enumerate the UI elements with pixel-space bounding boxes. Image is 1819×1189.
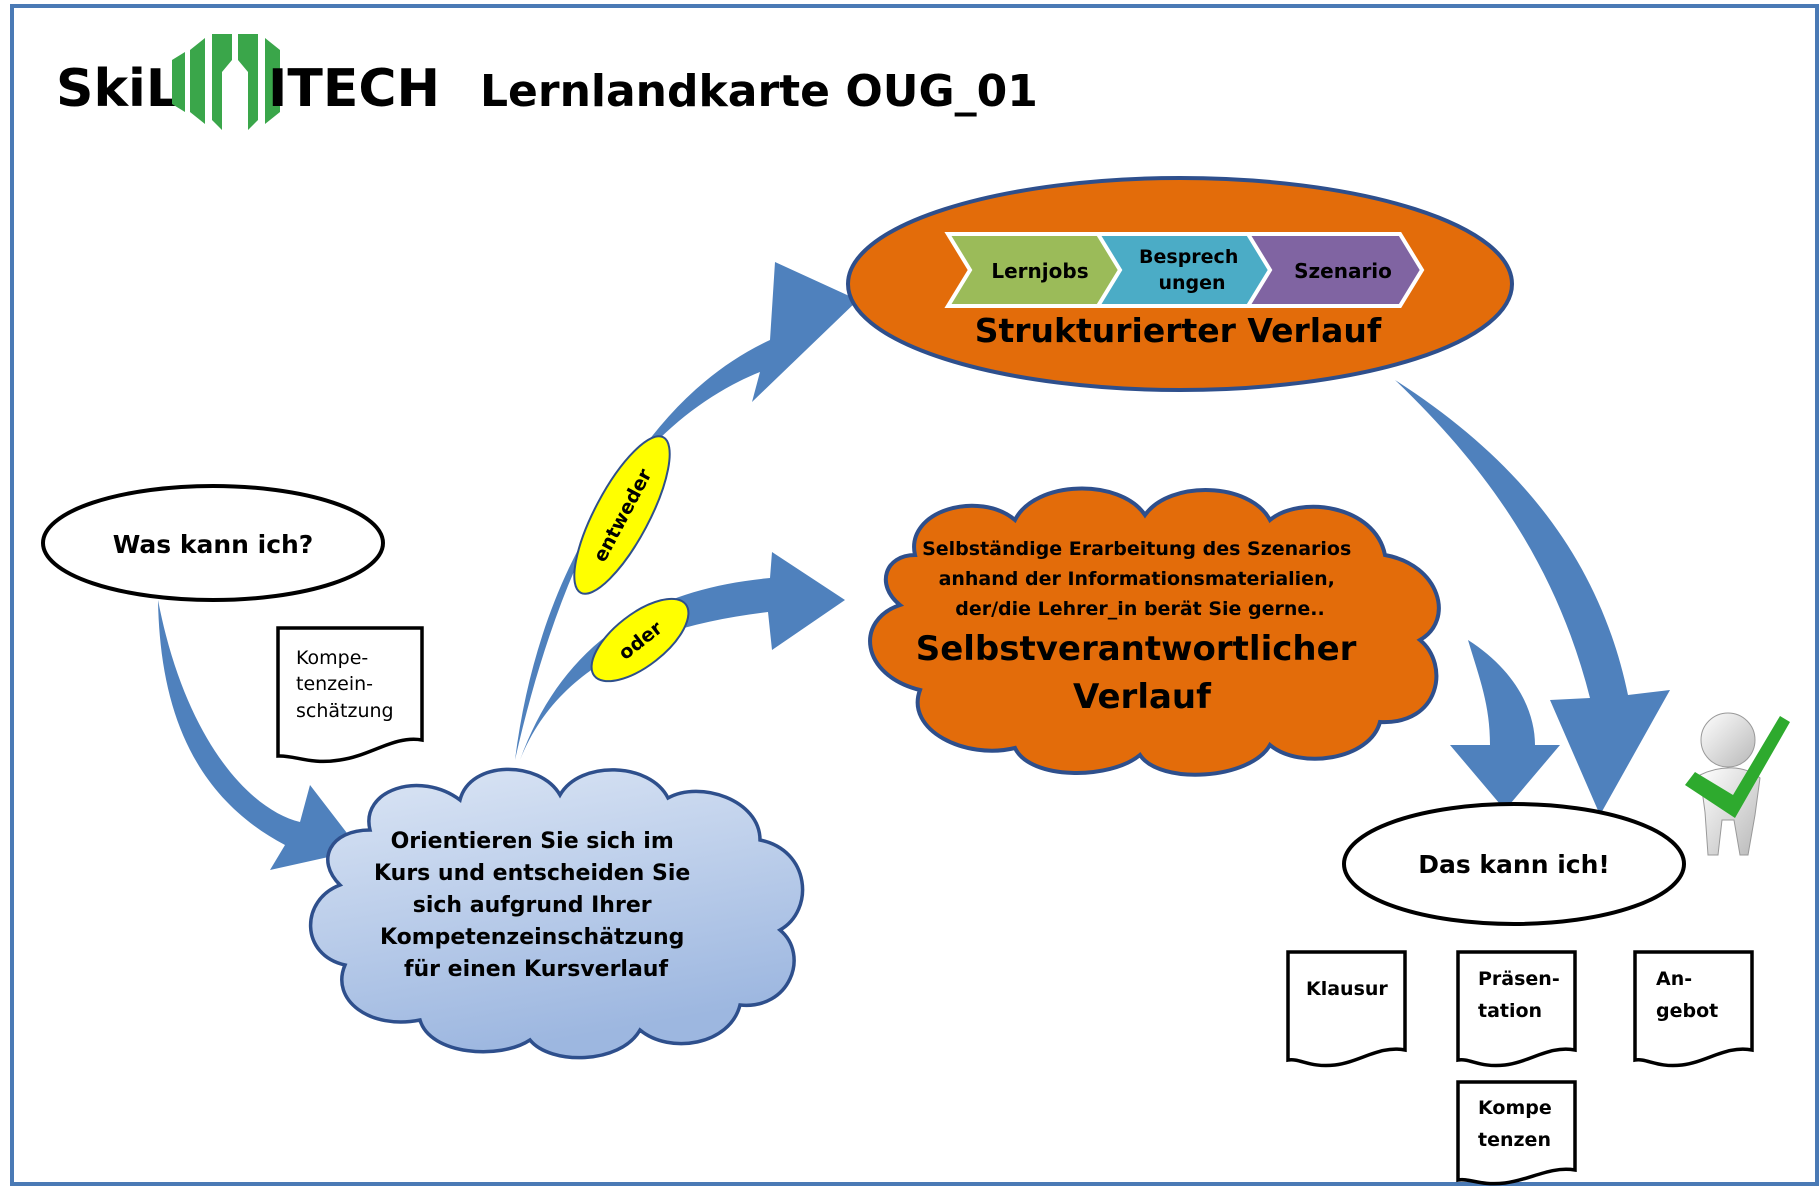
orient-line-2: Kurs und entscheiden Sie bbox=[374, 861, 690, 886]
logo-icon-bar-0 bbox=[172, 52, 185, 112]
selfdirected-desc-line-3: der/die Lehrer_in berät Sie gerne.. bbox=[955, 598, 1325, 620]
structured-steps: Lernjobs Besprech ungen Szenario bbox=[944, 232, 1425, 308]
doc-klausur-text: Klausur bbox=[1306, 978, 1388, 1000]
step-besprechungen-line-1: Besprech bbox=[1139, 246, 1238, 268]
doc-praesentation-line-2: tation bbox=[1478, 1000, 1542, 1022]
doc-angebot-text: An- gebot bbox=[1656, 968, 1718, 1022]
skil-itech-logo: SkiL ITECH bbox=[56, 34, 440, 130]
doc-angebot-line-2: gebot bbox=[1656, 1000, 1718, 1022]
doc-self-assessment-line-1: Kompe- bbox=[296, 647, 368, 669]
result-docs: Klausur Präsen- tation An- gebot Kompe t… bbox=[1286, 950, 1754, 1186]
selfdirected-cloud bbox=[868, 486, 1441, 777]
logo-icon-bar-4 bbox=[265, 38, 280, 124]
logo-icon-bar-2 bbox=[212, 34, 232, 130]
logo-text-skil: SkiL bbox=[56, 59, 179, 119]
orient-cloud-shape bbox=[308, 767, 805, 1060]
doc-angebot bbox=[1633, 950, 1754, 1068]
doc-kompetenzen bbox=[1456, 1080, 1577, 1186]
doc-praesentation-text: Präsen- tation bbox=[1478, 968, 1566, 1022]
doc-praesentation-line-1: Präsen- bbox=[1478, 968, 1560, 990]
step-besprechungen-label: Besprech ungen bbox=[1139, 246, 1245, 294]
step-lernjobs-label: Lernjobs bbox=[991, 259, 1088, 283]
doc-self-assessment-line-3: schätzung bbox=[296, 700, 394, 722]
doc-self-assessment bbox=[276, 626, 424, 764]
person-head bbox=[1700, 712, 1756, 768]
step-szenario-chevron bbox=[1244, 232, 1425, 308]
selfdirected-title: Selbstverantwortlicher Verlauf bbox=[916, 629, 1369, 717]
orient-line-4: Kompetenzeinschätzung bbox=[380, 925, 684, 950]
either-bubble-shape bbox=[573, 435, 671, 595]
doc-self-assessment-line-2: tenzein- bbox=[296, 673, 373, 695]
orient-text: Orientieren Sie sich im Kurs und entsche… bbox=[374, 829, 698, 982]
result-ellipse bbox=[1342, 802, 1686, 926]
arrow-structured-to-result bbox=[1395, 380, 1670, 815]
selfdirected-desc-line-2: anhand der Informationsmaterialien, bbox=[939, 568, 1335, 590]
selfdirected-desc: Selbständige Erarbeitung des Szenarios a… bbox=[922, 538, 1358, 620]
person-checkmark-icon bbox=[1685, 712, 1790, 856]
logo-icon-bar-1 bbox=[190, 38, 205, 124]
arrow-start-to-orient bbox=[158, 600, 360, 870]
or-bubble: oder bbox=[590, 597, 690, 683]
doc-angebot-line-1: An- bbox=[1656, 968, 1692, 990]
start-label: Was kann ich? bbox=[113, 530, 314, 559]
step-besprechungen-line-2: ungen bbox=[1158, 272, 1225, 294]
selfdirected-title-line-2: Verlauf bbox=[1073, 677, 1212, 717]
selfdirected-title-line-1: Selbstverantwortlicher bbox=[916, 629, 1357, 669]
doc-kompetenzen-line-1: Kompe bbox=[1478, 1097, 1552, 1119]
doc-self-assessment-text: Kompe- tenzein- schätzung bbox=[296, 647, 394, 722]
selfdirected-desc-line-1: Selbständige Erarbeitung des Szenarios bbox=[922, 538, 1351, 560]
orient-cloud bbox=[308, 767, 805, 1060]
start-ellipse bbox=[41, 484, 385, 602]
or-bubble-shape bbox=[590, 597, 690, 683]
page-frame bbox=[10, 4, 1819, 1186]
logo-text-itech: ITECH bbox=[268, 59, 440, 119]
result-label: Das kann ich! bbox=[1418, 850, 1610, 879]
orient-line-3: sich aufgrund Ihrer bbox=[413, 893, 652, 918]
doc-praesentation bbox=[1456, 950, 1577, 1068]
step-besprechungen-chevron bbox=[1094, 232, 1275, 308]
doc-kompetenzen-line-2: tenzen bbox=[1478, 1129, 1551, 1151]
arrow-or-selfdirected bbox=[520, 552, 845, 760]
arrow-selfdirected-to-result bbox=[1450, 640, 1560, 810]
step-szenario-label: Szenario bbox=[1294, 259, 1392, 283]
page-title: Lernlandkarte OUG_01 bbox=[480, 66, 1038, 117]
orient-line-5: für einen Kursverlauf bbox=[404, 957, 669, 982]
either-bubble: entweder bbox=[573, 435, 671, 595]
doc-klausur bbox=[1286, 950, 1407, 1068]
skil-itech-logo-icon bbox=[172, 34, 280, 130]
structured-title: Strukturierter Verlauf bbox=[975, 311, 1382, 350]
flow-arrows bbox=[158, 262, 1670, 870]
logo-icon-bar-3 bbox=[238, 34, 258, 130]
doc-kompetenzen-text: Kompe tenzen bbox=[1478, 1097, 1558, 1151]
arrow-either-structured bbox=[515, 262, 858, 760]
checkmark-shape bbox=[1685, 716, 1790, 818]
orient-line-1: Orientieren Sie sich im bbox=[391, 829, 674, 854]
